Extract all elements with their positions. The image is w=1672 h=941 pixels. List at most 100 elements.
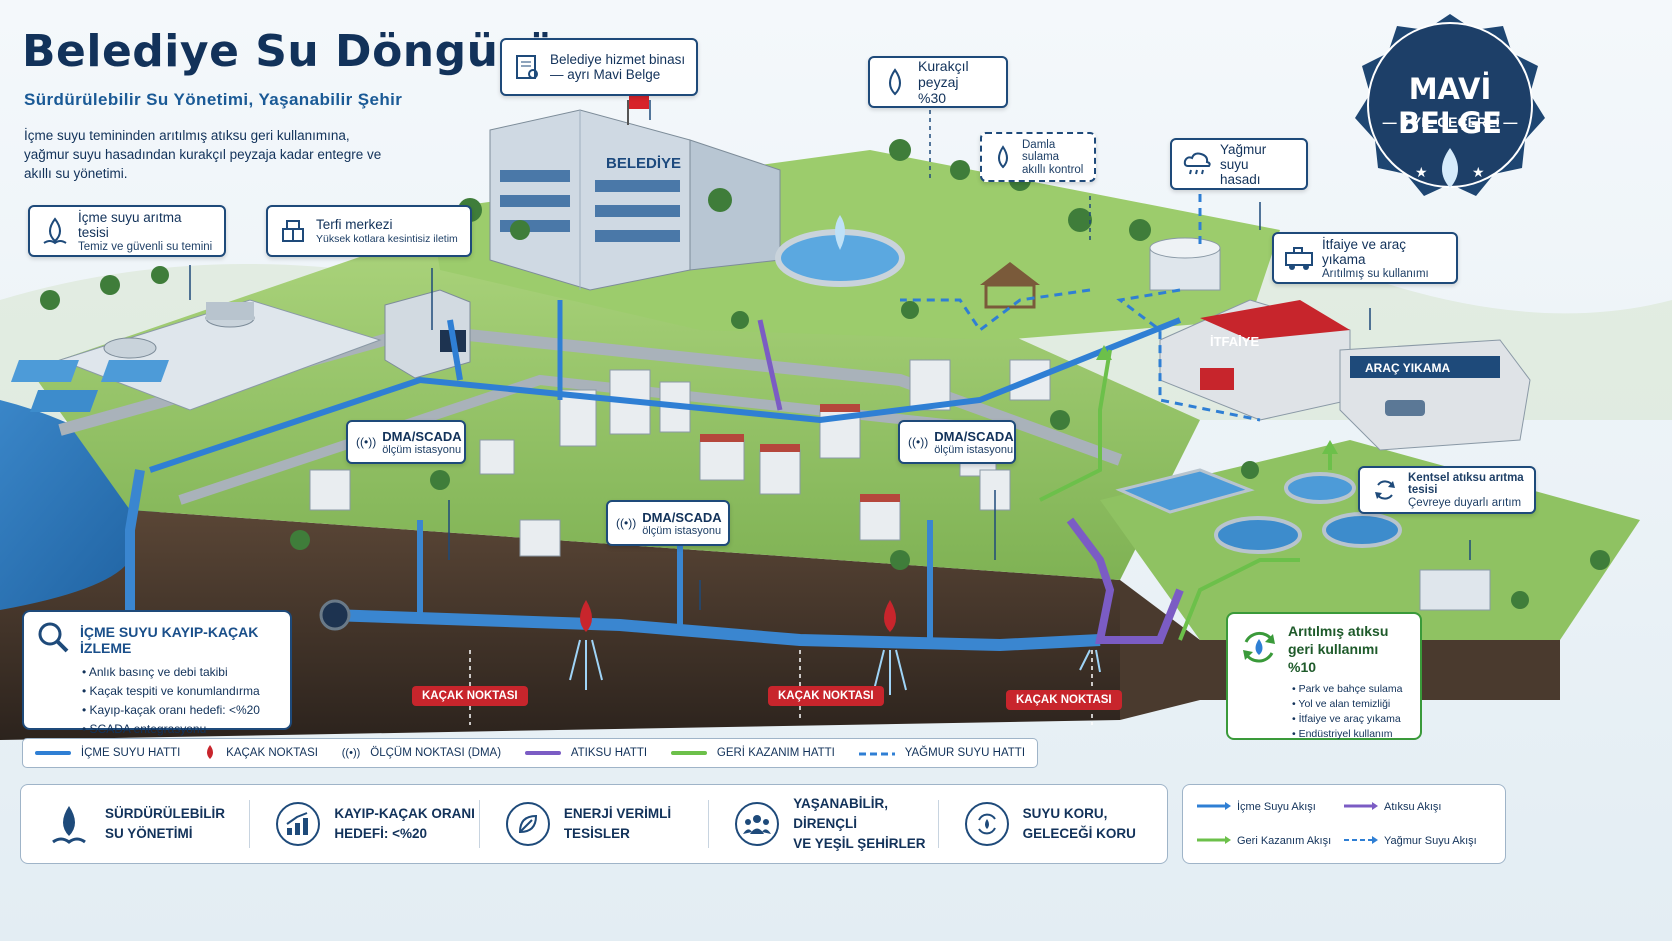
callout-terfi-line1: Terfi merkezi: [316, 217, 393, 232]
recycle-drop-icon: [1238, 626, 1280, 673]
recycle-drop-icon: [964, 802, 1009, 846]
potable-underground-pipe: [329, 609, 1101, 652]
water-treatment-plant: [10, 299, 382, 412]
dma-2-title: DMA/SCADA: [934, 428, 1014, 444]
callout-atiksu-line1: Kentsel atıksu arıtma tesisi: [1408, 472, 1524, 496]
footer-values: SÜRDÜRÜLEBİLİR SU YÖNETİMİ KAYIP-KAÇAK O…: [20, 784, 1168, 864]
line-legend: İÇME SUYU HATTI KAÇAK NOKTASI ((•)) ÖLÇÜ…: [22, 738, 1038, 768]
flow-legend-item: Atıksu Akışı: [1344, 795, 1491, 819]
badge-title: MAVİ BELGE: [1397, 72, 1502, 140]
water-drop-icon: [40, 216, 70, 246]
wastewater-pipe: [1066, 517, 1184, 644]
water-drop-icon: [992, 142, 1014, 172]
leak-panel-item: Kayıp-kaçak oranı hedefi: <%20: [82, 701, 278, 720]
fire-truck-icon: [1284, 243, 1314, 273]
leak-drop-icon: [580, 600, 896, 632]
rain-water-tank: [1149, 237, 1221, 291]
footer-label: SUYU KORU, GELECEĞİ KORU: [1022, 806, 1136, 841]
arrow-icon: [1344, 801, 1378, 813]
line-icon: [34, 751, 71, 755]
svg-text:★: ★: [1472, 164, 1485, 180]
legend-label: ATIKSU HATTI: [570, 747, 648, 759]
footer-label: ENERJİ VERİMLİ TESİSLER: [563, 806, 672, 841]
flow-legend-item: Geri Kazanım Akışı: [1197, 829, 1344, 853]
reuse-panel-item: İtfaiye ve araç yıkama: [1292, 712, 1410, 727]
callout-icme-suyu-aritma: İçme suyu arıtma tesisi Temiz ve güvenli…: [28, 205, 226, 257]
dma-1-subtitle: ölçüm istasyonu: [382, 443, 462, 456]
callout-itfaiye-line2: Arıtılmış su kullanımı: [1322, 267, 1429, 280]
flow-legend-item: Yağmur Suyu Akışı: [1344, 829, 1491, 853]
leak-label-2: KAÇAK NOKTASI: [768, 686, 884, 706]
callout-terfi-merkezi: Terfi merkezi Yüksek kotlara kesintisiz …: [266, 205, 472, 257]
callout-itfaiye: İtfaiye ve araç yıkama Arıtılmış su kull…: [1272, 232, 1458, 284]
svg-text:★: ★: [1415, 164, 1428, 180]
flow-legend-item: İçme Suyu Akışı: [1197, 795, 1344, 819]
pump-icon: [278, 216, 308, 246]
footer-item: SUYU KORU, GELECEĞİ KORU: [939, 800, 1167, 848]
legend-item-wastewater: ATIKSU HATTI: [524, 747, 648, 759]
callout-yagmur-line1: Yağmur suyu: [1220, 141, 1267, 172]
callout-icme-line2: Temiz ve güvenli su temini: [78, 240, 213, 253]
dma-1-title: DMA/SCADA: [382, 428, 462, 444]
gazebo: [980, 262, 1040, 309]
water-drop-icon: [880, 67, 910, 97]
flow-legend-label: Yağmur Suyu Akışı: [1384, 835, 1477, 847]
callout-belediye-line1: Belediye hizmet binası: [550, 52, 686, 67]
leak-panel-title: İÇME SUYU KAYIP-KAÇAK İZLEME: [80, 623, 259, 656]
legend-label: YAĞMUR SUYU HATTI: [904, 747, 1026, 759]
flow-legend-label: Atıksu Akışı: [1384, 801, 1442, 813]
reuse-panel-item: Park ve bahçe sulama: [1292, 682, 1410, 697]
drop-icon: [204, 744, 216, 763]
callout-damla-line2: akıllı kontrol: [1022, 164, 1084, 176]
callout-peyzaj-line1: Kurakçıl peyzaj: [918, 58, 969, 90]
dashed-line-icon: [858, 747, 895, 759]
flow-legend-label: Geri Kazanım Akışı: [1237, 835, 1332, 847]
footer-label: SÜRDÜRÜLEBİLİR SU YÖNETİMİ: [105, 806, 225, 841]
legend-item-recovery: GERİ KAZANIM HATTI: [670, 747, 835, 759]
footer-item: ENERJİ VERİMLİ TESİSLER: [480, 800, 710, 848]
callout-damla: Damla sulama akıllı kontrol: [980, 132, 1096, 182]
dma-3-title: DMA/SCADA: [642, 509, 722, 525]
callout-yagmur-line2: hasadı: [1220, 171, 1261, 187]
wastewater-treatment-plant: [1115, 468, 1491, 611]
leak-panel-item: Anlık basınç ve debi takibi: [82, 663, 278, 682]
reuse-panel-item: Endüstriyel kullanım: [1292, 727, 1410, 742]
certificate-icon: [512, 52, 542, 82]
legend-item-potable: İÇME SUYU HATTI: [34, 747, 180, 759]
callout-itfaiye-line1: İtfaiye ve araç yıkama: [1322, 236, 1407, 267]
dashed-arrow-icon: [1344, 835, 1378, 847]
leaf-icon: [505, 802, 550, 846]
callout-peyzaj-line2: %30: [918, 90, 947, 106]
rain-water-pipe: [1116, 180, 1261, 422]
dma-station-1: ((•)) DMA/SCADA ölçüm istasyonu: [346, 420, 466, 464]
leak-label-3: KAÇAK NOKTASI: [1006, 690, 1122, 710]
dma-3-subtitle: ölçüm istasyonu: [642, 524, 722, 537]
legend-item-leak: KAÇAK NOKTASI: [204, 744, 318, 763]
callout-terfi-line2: Yüksek kotlara kesintisiz iletim: [316, 233, 458, 245]
recovery-pipe: [1039, 349, 1112, 502]
callout-belediye-line2: — ayrı Mavi Belge: [550, 67, 661, 82]
mavi-belge-badge: ★ ★: [1355, 14, 1545, 196]
dma-station-3: ((•)) DMA/SCADA ölçüm istasyonu: [606, 500, 730, 546]
page-subtitle: Sürdürülebilir Su Yönetimi, Yaşanabilir …: [24, 90, 403, 109]
car-wash: ARAÇ YIKAMA: [1339, 339, 1531, 451]
municipality-building: BELEDİYE: [489, 96, 781, 291]
arac-sign-text: ARAÇ YIKAMA: [1365, 361, 1450, 375]
legend-label: GERİ KAZANIM HATTI: [716, 747, 835, 759]
signal-icon: ((•)): [908, 435, 929, 449]
footer-item: SÜRDÜRÜLEBİLİR SU YÖNETİMİ: [21, 800, 251, 848]
potable-surface-pipe: [149, 317, 1182, 473]
page-title: Belediye Su Döngüsü: [22, 26, 557, 77]
fire-station: İTFAİYE: [1159, 299, 1351, 421]
line-icon: [524, 751, 561, 755]
flow-legend-label: İçme Suyu Akışı: [1237, 801, 1316, 813]
pump-station: [384, 289, 471, 379]
signal-icon: ((•)): [341, 747, 361, 759]
footer-item: KAYIP-KAÇAK ORANI HEDEFİ: <%20: [250, 800, 480, 848]
flow-legend: İçme Suyu Akışı Atıksu Akışı Geri Kazanı…: [1182, 784, 1506, 864]
water-drop-icon: [47, 802, 91, 846]
reuse-panel-title: Arıtılmış atıksu geri kullanımı %10: [1288, 623, 1389, 675]
footer-label: KAYIP-KAÇAK ORANI HEDEFİ: <%20: [334, 806, 475, 841]
arrow-icon: [1197, 835, 1231, 847]
legend-label: ÖLÇÜM NOKTASI (DMA): [370, 747, 502, 759]
